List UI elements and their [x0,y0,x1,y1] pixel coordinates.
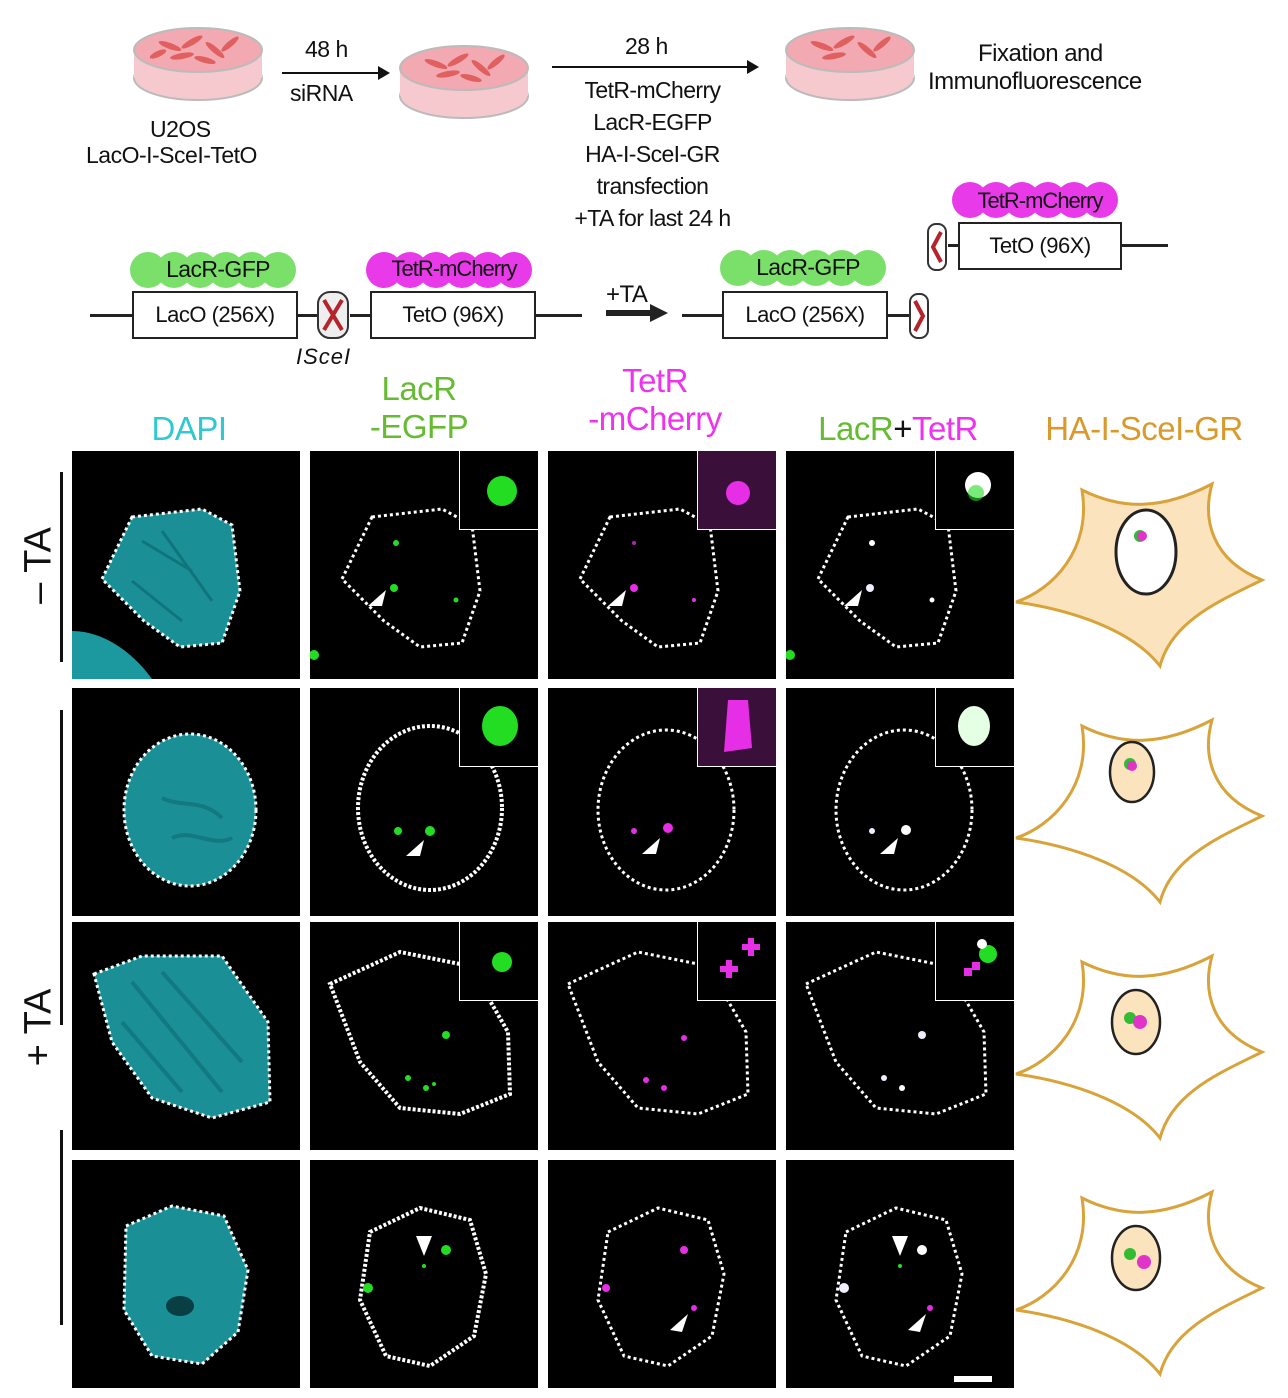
microscopy-panel-tetr [548,1160,776,1388]
merge-tetr-label: TetR [911,410,978,447]
teto-label: TetO (96X) [402,302,504,327]
lacr-beads [130,252,296,288]
cut-end-icon [927,223,947,271]
tetr-label-line2: -mCherry [588,400,722,437]
microscopy-panel-lacr [310,922,538,1150]
dapi-label: DAPI [151,410,227,447]
lacr-label-line2: -EGFP [369,408,469,445]
ta-label: +TA [606,281,648,308]
row-label-plus-ta: + TA [17,988,60,1067]
column-header-lacr: LacR -EGFP [300,370,538,446]
step3-line1: Fixation and [978,40,1103,67]
ta-arrow-icon [606,304,668,322]
microscopy-panel-merge [786,451,1014,679]
merge-lacr-label: LacR [818,410,894,447]
culture-dish-icon [785,27,915,101]
merge-plus-label: + [893,410,912,447]
step2-conditions: TetR-mCherry LacR-EGFP HA-I-SceI-GR tran… [520,74,785,234]
microscopy-panel-dapi [72,1160,300,1388]
step1-time: 48 h [305,36,348,62]
microscopy-panel-lacr [310,451,538,679]
isce-label: ISceI [296,344,352,369]
tetr-beads [952,182,1118,218]
plus-ta-bracket [60,1130,63,1325]
step2-line: HA-I-SceI-GR [585,141,720,167]
lacr-bead-label: LacR-GFP [166,256,270,282]
culture-dish-icon [133,27,263,101]
tetr-bead-label: TetR-mCherry [391,256,518,281]
teto-label-2: TetO (96X) [989,233,1091,258]
culture-dish-icon [399,45,529,119]
tetr-bead-label-2: TetR-mCherry [977,188,1104,213]
microscopy-panel-dapi [72,451,300,679]
microscopy-panel-merge [786,922,1014,1150]
microscopy-panel-lacr [310,1160,538,1388]
laco-label: LacO (256X) [155,302,275,327]
step2-line: LacR-EGFP [593,109,712,135]
lacr-label-line1: LacR [381,370,457,407]
laco-box-2: LacO (256X) [722,291,888,339]
cell-line-label: U2OS [150,116,211,142]
cut-end-icon [909,293,929,339]
microscopy-panel-tetr [548,451,776,679]
step1-treatment: siRNA [290,80,353,106]
step2-line: +TA for last 24 h [574,205,731,231]
cell-cartoon-minus-ta [1015,481,1266,670]
tetr-beads [366,252,532,288]
cell-cartoon-plus-ta [1015,953,1266,1142]
microscopy-panel-tetr [548,688,776,916]
microscopy-panel-dapi [72,688,300,916]
cell-cartoon-plus-ta [1015,717,1266,906]
microscopy-panel-merge [786,1160,1014,1388]
scale-bar [954,1376,992,1382]
microscopy-panel-tetr [548,922,776,1150]
step1-arrow [282,66,390,80]
lacr-bead-label-2: LacR-GFP [756,254,860,280]
step2-line: transfection [596,173,709,199]
step3-line2: Immunofluorescence [928,68,1142,95]
column-header-tetr: TetR -mCherry [530,362,780,438]
microscopy-panel-lacr [310,688,538,916]
column-header-merge: LacR+TetR [780,410,1016,448]
column-header-cartoon: HA-I-SceI-GR [1014,410,1274,448]
row-label-minus-ta: – TA [17,527,60,604]
teto-box-2: TetO (96X) [958,222,1122,270]
laco-box: LacO (256X) [132,291,298,339]
cell-cartoon-plus-ta [1015,1189,1266,1378]
lacr-beads [720,250,886,286]
teto-box: TetO (96X) [370,291,536,339]
column-header-dapi: DAPI [74,410,304,448]
laco-label-2: LacO (256X) [745,302,865,327]
step2-time: 28 h [625,33,668,59]
isce-site-icon [317,291,349,339]
minus-ta-bracket [60,472,63,662]
microscopy-panel-merge [786,688,1014,916]
microscopy-panel-dapi [72,922,300,1150]
cartoon-label: HA-I-SceI-GR [1045,410,1243,447]
tetr-label-line1: TetR [622,362,688,399]
step2-line: TetR-mCherry [584,77,722,103]
plus-ta-bracket [60,710,63,1025]
step2-arrow [552,60,759,74]
construct-label: LacO-I-SceI-TetO [86,142,257,168]
